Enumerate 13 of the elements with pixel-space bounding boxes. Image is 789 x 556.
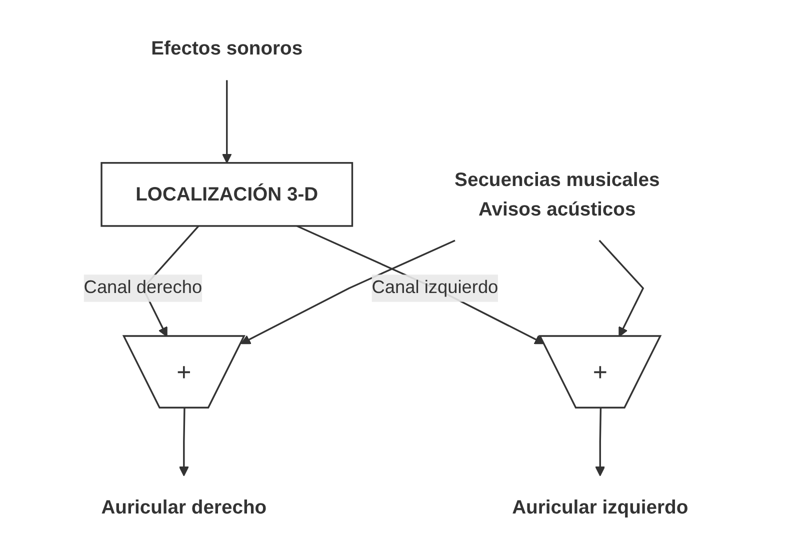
node-box: LOCALIZACIÓN 3-D — [100, 162, 353, 227]
edge-label: Canal derecho — [84, 278, 202, 298]
arrow — [598, 240, 644, 337]
edge-label: Canal izquierdo — [372, 278, 498, 298]
arrow — [222, 80, 232, 164]
node-text: Secuencias musicales Avisos acústicos — [454, 168, 660, 220]
node-text: Auricular izquierdo — [512, 496, 688, 518]
arrow — [240, 240, 456, 344]
node-text: Efectos sonoros — [150, 38, 302, 60]
arrow — [178, 408, 189, 476]
arrow — [296, 225, 544, 344]
node-text: Auricular derecho — [101, 496, 266, 518]
arrow — [594, 408, 605, 476]
